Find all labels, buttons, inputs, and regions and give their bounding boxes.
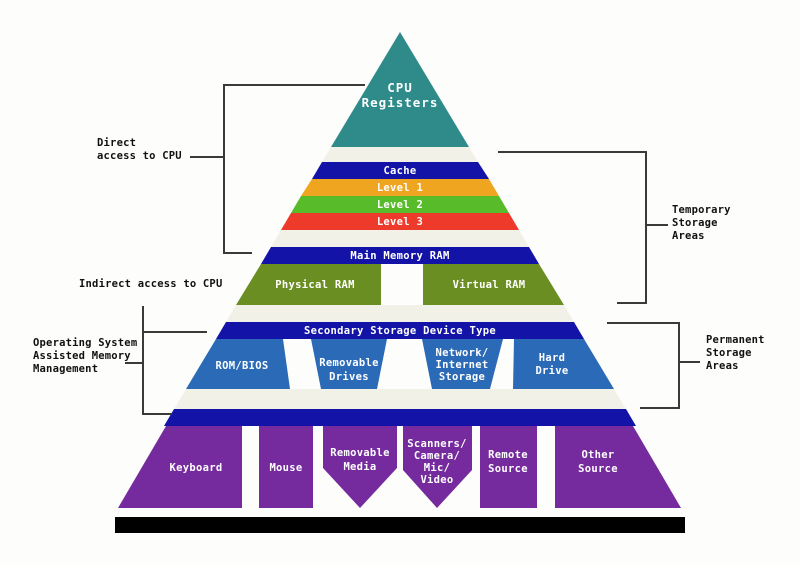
remote-source-label-line2: Source bbox=[488, 463, 528, 475]
other-source-block bbox=[555, 426, 681, 508]
temporary-storage-bracket bbox=[498, 151, 647, 304]
level2-label: Level 2 bbox=[377, 199, 423, 211]
os-assisted-bracket bbox=[142, 306, 172, 415]
removable-media-label-line2: Media bbox=[343, 461, 376, 473]
temporary-storage-label-line1: Temporary bbox=[672, 204, 731, 216]
base-bar bbox=[115, 517, 685, 533]
virtual-ram-block bbox=[423, 264, 564, 305]
mouse-label: Mouse bbox=[269, 462, 302, 474]
direct-access-label-line1: Direct bbox=[97, 137, 136, 149]
main-memory-label: Main Memory RAM bbox=[350, 250, 449, 262]
removable-drives-label-line1: Removable bbox=[319, 357, 379, 369]
cpu-registers-label-line2: Registers bbox=[362, 95, 439, 110]
gap-band bbox=[322, 147, 478, 162]
permanent-storage-label-line2: Storage bbox=[706, 347, 752, 359]
indirect-access-label: Indirect access to CPU bbox=[79, 278, 222, 290]
input-tier-band bbox=[164, 409, 636, 426]
os-assisted-label-line3: Management bbox=[33, 363, 98, 375]
network-internet-storage-label-line1: Network/ bbox=[436, 347, 489, 359]
removable-media-block bbox=[323, 426, 397, 508]
removable-drives-block bbox=[311, 339, 387, 389]
scanners-label-line1: Scanners/ bbox=[407, 438, 467, 450]
network-internet-storage-label-line2: Internet bbox=[436, 359, 489, 371]
permanent-storage-bracket bbox=[607, 322, 680, 409]
physical-ram-label: Physical RAM bbox=[275, 279, 354, 291]
permanent-storage-label-line1: Permanent bbox=[706, 334, 765, 346]
removable-drives-label-line2: Drives bbox=[329, 371, 369, 383]
rom-bios-block bbox=[186, 339, 290, 389]
cpu-registers-triangle bbox=[331, 32, 469, 147]
hard-drive-label-line1: Hard bbox=[539, 352, 566, 364]
temporary-storage-label-line3: Areas bbox=[672, 230, 705, 242]
direct-access-label-line2: access to CPU bbox=[97, 150, 182, 162]
gap-band bbox=[226, 305, 574, 322]
cache-band bbox=[312, 162, 489, 179]
temporary-storage-label-line2: Storage bbox=[672, 217, 718, 229]
network-internet-storage-label-line3: Storage bbox=[439, 371, 485, 383]
keyboard-block bbox=[118, 426, 242, 508]
level3-band bbox=[281, 213, 519, 230]
level1-label: Level 1 bbox=[377, 182, 423, 194]
os-assisted-label-line2: Assisted Memory bbox=[33, 350, 131, 362]
network-internet-storage-block bbox=[422, 339, 503, 389]
os-assisted-label-line1: Operating System bbox=[33, 337, 137, 349]
remote-source-block bbox=[480, 426, 537, 508]
bracket-lines bbox=[125, 84, 700, 415]
hard-drive-block bbox=[513, 339, 614, 389]
secondary-storage-band bbox=[216, 322, 584, 339]
direct-access-bracket bbox=[223, 84, 365, 254]
level3-label: Level 3 bbox=[377, 216, 423, 228]
keyboard-label: Keyboard bbox=[170, 462, 223, 474]
gap-bands bbox=[174, 147, 626, 409]
scanners-camera-mic-video-block bbox=[403, 426, 472, 508]
cpu-registers-label-line1: CPU bbox=[387, 80, 413, 95]
rom-bios-label: ROM/BIOS bbox=[216, 360, 269, 372]
hard-drive-label-line2: Drive bbox=[535, 365, 568, 377]
level1-band bbox=[301, 179, 499, 196]
removable-media-label-line1: Removable bbox=[330, 447, 390, 459]
scanners-label-line3: Mic/ bbox=[424, 462, 451, 474]
remote-source-label-line1: Remote bbox=[488, 449, 528, 461]
secondary-storage-label: Secondary Storage Device Type bbox=[304, 325, 496, 337]
virtual-ram-label: Virtual RAM bbox=[453, 279, 526, 291]
other-source-label-line1: Other bbox=[581, 449, 614, 461]
mouse-block bbox=[259, 426, 313, 508]
scanners-label-line2: Camera/ bbox=[414, 450, 460, 462]
gap-band bbox=[174, 389, 626, 409]
physical-ram-block bbox=[236, 264, 381, 305]
gap-band bbox=[271, 230, 529, 247]
scanners-label-line4: Video bbox=[420, 474, 453, 486]
level2-band bbox=[291, 196, 509, 213]
permanent-storage-label-line3: Areas bbox=[706, 360, 739, 372]
main-memory-band bbox=[261, 247, 539, 264]
cache-label: Cache bbox=[383, 165, 416, 177]
other-source-label-line2: Source bbox=[578, 463, 618, 475]
